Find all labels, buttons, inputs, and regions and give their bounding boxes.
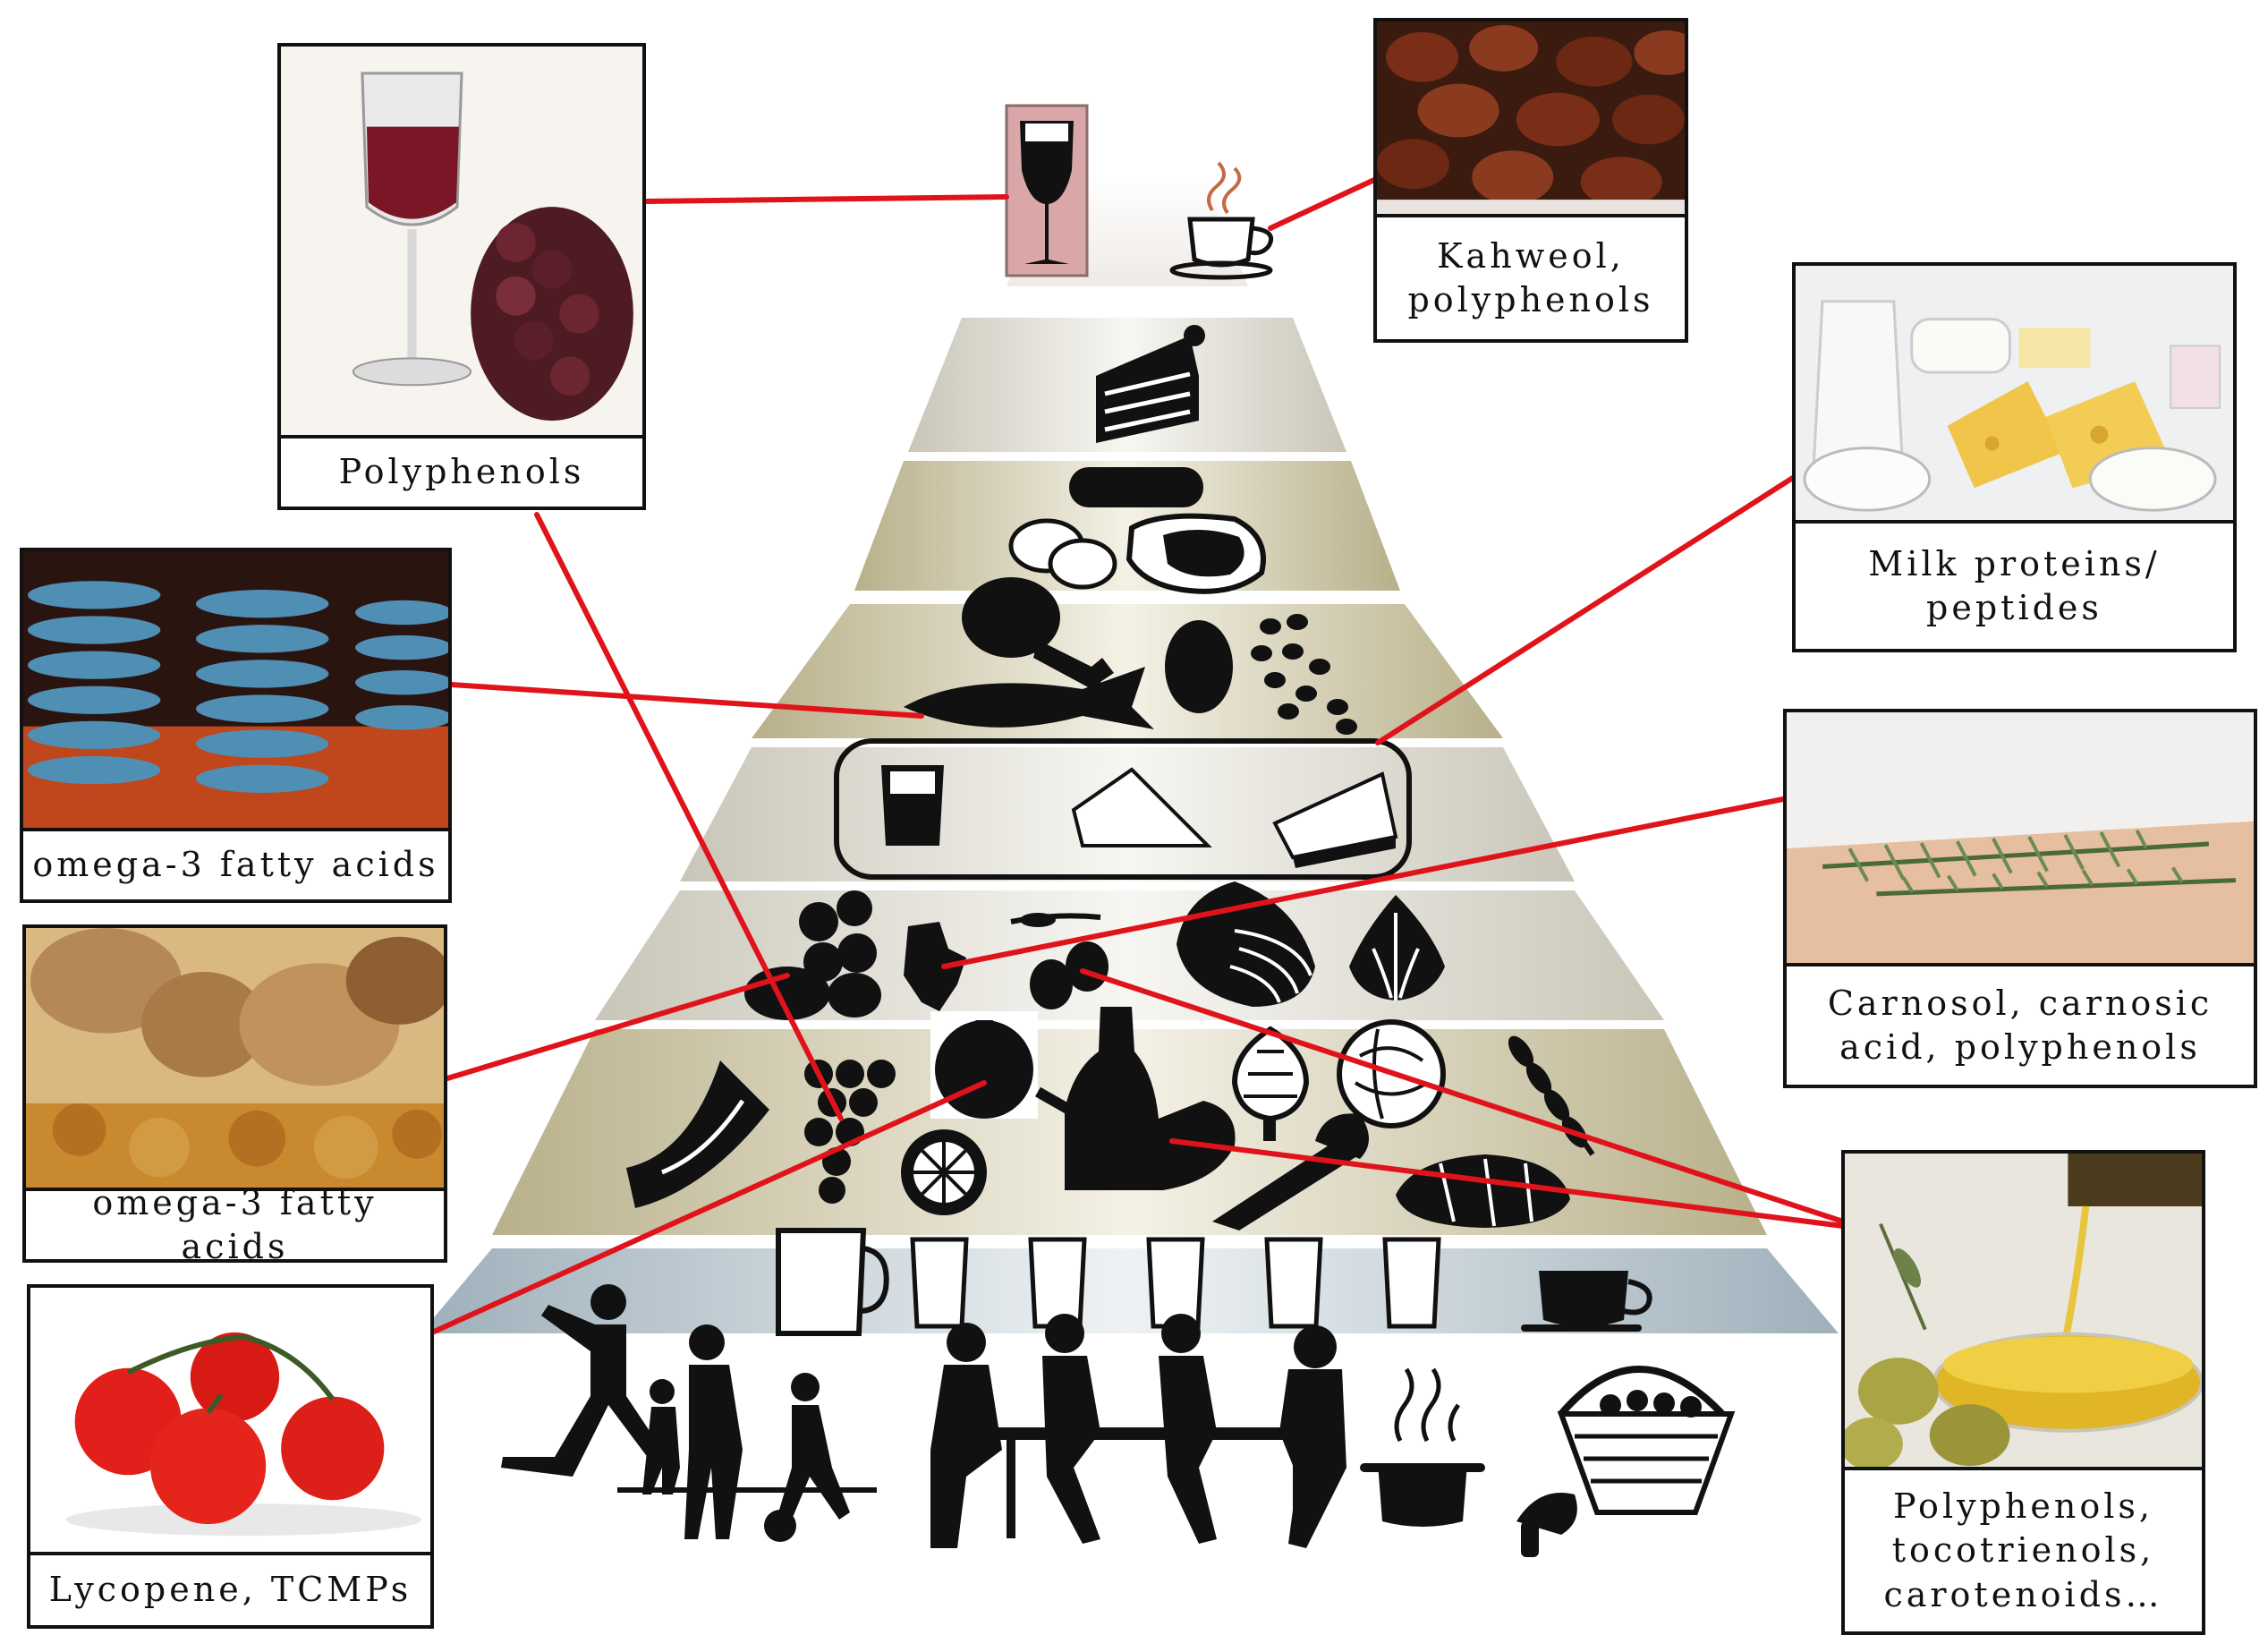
beans-icon	[1251, 614, 1357, 735]
connector-coffee	[1268, 176, 1379, 231]
connector-olives	[1080, 968, 1846, 1224]
tomato-caption: Lycopene, TCMPs	[30, 1552, 430, 1625]
olive-oil-photo	[1845, 1154, 2202, 1470]
chicken-leg-icon	[962, 577, 1114, 694]
tier-water	[420, 1248, 1839, 1333]
connector-grapes	[534, 512, 844, 1121]
card-fish: omega-3 fatty acids	[20, 548, 452, 903]
cheese-icon	[1071, 767, 1398, 868]
hazelnut-icon	[744, 890, 881, 1020]
card-olive-oil: Polyphenols, tocotrienols, carotenoids…	[1841, 1150, 2205, 1635]
coffee-beans-photo	[1377, 21, 1685, 217]
card-wine: Polyphenols	[277, 43, 646, 510]
coffee-cup-icon	[1169, 161, 1274, 280]
tomatoes-photo	[30, 1288, 430, 1555]
walnuts-caption: omega-3 fatty acids	[26, 1183, 444, 1266]
walnuts-photo	[26, 928, 444, 1191]
garlic-icon	[1349, 895, 1445, 1001]
card-coffee: Kahweol, polyphenols	[1373, 18, 1688, 343]
parsley-icon	[904, 922, 966, 1011]
egg-icon	[1165, 620, 1233, 713]
connector-rosemary	[941, 796, 1786, 969]
card-walnuts: omega-3 fatty acids	[22, 924, 447, 1266]
rosemary-caption: Carnosol, carnosic acid, polyphenols	[1787, 963, 2254, 1085]
card-dairy: Milk proteins/ peptides	[1792, 262, 2237, 652]
rosemary-photo	[1787, 712, 2254, 967]
card-rosemary: Carnosol, carnosic acid, polyphenols	[1783, 709, 2257, 1088]
fish-caption: omega-3 fatty acids	[23, 828, 448, 899]
artichoke-icon	[1231, 1026, 1310, 1141]
olives-icon	[1010, 913, 1109, 1009]
dairy-products-photo	[1796, 266, 2233, 524]
exercise-people-icon	[501, 1284, 877, 1542]
connector-oil	[1169, 1138, 1846, 1229]
olive-oil-caption: Polyphenols, tocotrienols, carotenoids…	[1845, 1467, 2202, 1631]
cake-icon	[1096, 325, 1205, 443]
fish-icon	[904, 667, 1154, 729]
connector-walnuts	[445, 973, 790, 1081]
family-meal-icon	[930, 1314, 1346, 1548]
tomato-icon	[930, 1011, 1038, 1119]
wine-grapes-photo	[281, 47, 642, 439]
connector-wine	[643, 194, 1009, 204]
watermelon-icon	[626, 1060, 769, 1208]
orange-slice-icon	[901, 1129, 987, 1215]
cooking-pot-icon	[1360, 1367, 1485, 1527]
water-jug-icon	[776, 1228, 889, 1336]
connector-tomato	[431, 1080, 987, 1334]
tea-cup-icon	[1521, 1271, 1652, 1332]
connector-fish	[449, 682, 924, 719]
connector-dairy	[1375, 472, 1801, 745]
mushroom-icon	[1516, 1493, 1577, 1557]
card-tomato: Lycopene, TCMPs	[27, 1284, 434, 1629]
wine-glass-icon	[1005, 104, 1089, 277]
dairy-caption: Milk proteins/ peptides	[1796, 520, 2233, 649]
dairy-group-outline	[834, 738, 1412, 880]
water-glass-icon	[910, 1237, 1441, 1329]
sausage-icon	[1069, 467, 1203, 507]
yogurt-icon	[881, 765, 944, 846]
coffee-caption: Kahweol, polyphenols	[1377, 214, 1685, 339]
basket-icon	[1557, 1366, 1736, 1515]
wine-caption: Polyphenols	[281, 435, 642, 507]
grilled-sardines-photo	[23, 551, 448, 831]
potato-icon	[1008, 518, 1117, 590]
steak-icon	[1126, 513, 1266, 594]
